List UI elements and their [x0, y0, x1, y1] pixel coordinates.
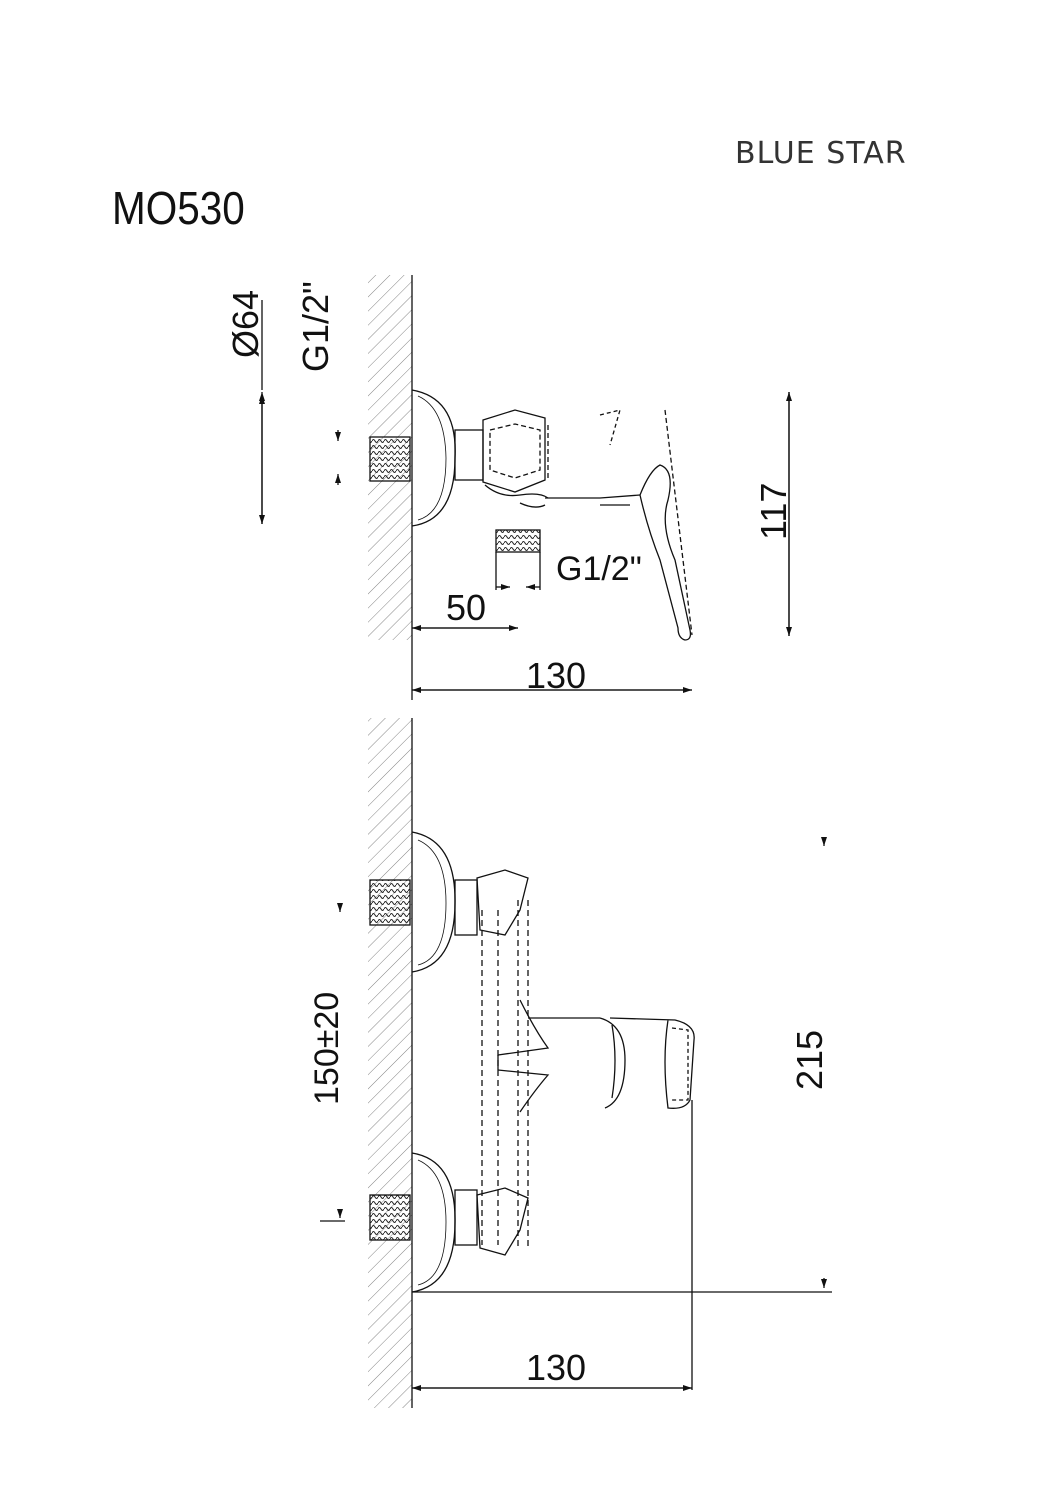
dim-depth-top-label: 130	[526, 655, 586, 696]
wall-hatch-bottom	[368, 718, 412, 1408]
dim-height-top-label: 117	[753, 483, 794, 540]
brand-logo: BLUE STAR	[735, 136, 907, 171]
side-view	[259, 275, 792, 700]
wall-thread-top	[369, 436, 411, 482]
wall-thread-lower	[369, 1194, 411, 1241]
dim-height-front-label: 215	[789, 1030, 830, 1090]
model-number: MO530	[112, 182, 245, 234]
inlet-thread-detail	[495, 529, 541, 553]
dia-label: Ø64	[225, 290, 266, 358]
handle-top	[639, 464, 692, 641]
dim-depth-front-label: 130	[526, 1347, 586, 1388]
dim-inset-label: 50	[446, 587, 486, 628]
front-view	[320, 718, 832, 1408]
escutcheon-lower	[411, 1152, 456, 1293]
handle-front	[609, 1017, 695, 1109]
escutcheon-upper	[411, 831, 456, 973]
spout-front	[599, 1017, 626, 1109]
thread-label-inlet: G1/2"	[556, 550, 642, 588]
thread-label-top: G1/2"	[295, 281, 336, 372]
dim-center-distance-label: 150±20	[308, 992, 346, 1105]
escutcheon-top	[411, 389, 456, 527]
wall-thread-upper	[369, 879, 411, 926]
